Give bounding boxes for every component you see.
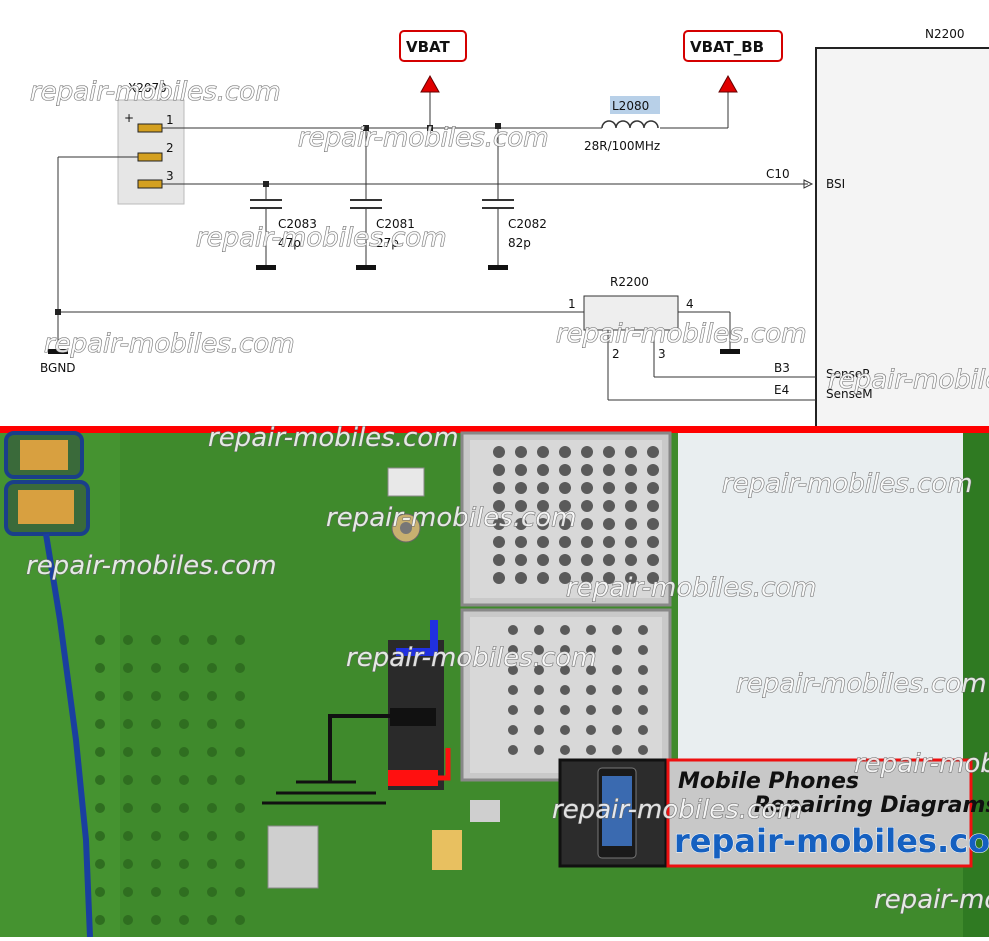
ic-body <box>815 47 989 431</box>
watermark: repair-mobiles.com <box>26 551 277 581</box>
display-area <box>678 433 963 763</box>
left-contacts <box>4 431 90 536</box>
vbat-bb-flag: VBAT_BB <box>683 30 783 93</box>
watermark: repair-mobiles.com <box>326 503 577 533</box>
watermark: repair-mobiles.com <box>552 795 803 825</box>
inductor-highlight <box>610 96 660 114</box>
blue-marker <box>396 620 438 656</box>
net-b3: B3 <box>774 361 790 375</box>
blue-trace <box>43 533 93 938</box>
ground-label: BGND <box>40 361 76 375</box>
ic-pin-bsi: BSI <box>826 177 845 191</box>
c2082-value: 82p <box>508 236 531 250</box>
capacitor-plates <box>250 199 514 209</box>
connector-ref: X2070 <box>128 81 167 95</box>
watermark: repair-mobiles.com <box>854 749 989 779</box>
phone-screen <box>602 776 632 846</box>
ic-pin-sensem: SenseM <box>826 387 873 401</box>
watermark: repair-mobiles.com <box>828 365 989 395</box>
watermark: repair-mobiles.com <box>556 319 807 349</box>
c2081-value: 27p <box>376 236 399 250</box>
ic-pin-sensep: SenseP <box>826 367 869 381</box>
resistor-pin-1: 1 <box>568 297 576 311</box>
pcb-photo <box>0 431 989 938</box>
badge-line2: Repairing Diagrams <box>754 793 989 818</box>
inductor-ref: L2080 <box>612 99 649 113</box>
black-ground-marker <box>262 708 436 805</box>
watermark: repair-mobiles.com <box>346 643 597 673</box>
watermarks: repair-mobiles.com repair-mobiles.com re… <box>26 77 989 916</box>
watermark: repair-mobiles.com <box>874 885 989 915</box>
watermark: repair-mobiles.com <box>208 423 459 453</box>
red-divider <box>0 426 989 433</box>
c2082-ref: C2082 <box>508 217 547 231</box>
red-marker <box>388 748 451 786</box>
ground-symbols <box>48 265 740 354</box>
watermark: repair-mobiles.com <box>566 573 817 603</box>
vbat-arrow-icon <box>420 74 440 93</box>
inductor-coil <box>601 120 659 129</box>
connector-pin-2: 2 <box>166 141 174 155</box>
vbat-flag: VBAT <box>399 30 467 93</box>
badge-line1: Mobile Phones <box>678 769 859 794</box>
c2081-ref: C2081 <box>376 217 415 231</box>
bsi-arrow-icon <box>803 179 814 189</box>
watermark: repair-mobiles.com <box>298 123 549 153</box>
wires <box>57 92 816 401</box>
watermark: repair-mobiles.com <box>30 77 281 107</box>
connector-pin-3: 3 <box>166 169 174 183</box>
ic-ref: N2200 <box>925 27 965 41</box>
connector-plus: + <box>124 111 134 125</box>
watermark: repair-mobiles.com <box>44 329 295 359</box>
watermark: repair-mobiles.com <box>722 469 973 499</box>
vbat-label: VBAT <box>406 38 450 56</box>
resistor-body <box>583 295 679 331</box>
net-e4: E4 <box>774 383 789 397</box>
site-badge: Mobile Phones Repairing Diagrams repair-… <box>558 758 989 868</box>
vbat-bb-label: VBAT_BB <box>690 38 764 56</box>
watermark: repair-mobiles.com <box>196 223 447 253</box>
resistor-ref: R2200 <box>610 275 649 289</box>
badge-site: repair-mobiles.com <box>674 822 989 860</box>
c2083-value: 47p <box>278 236 301 250</box>
watermark: repair-mobiles.com <box>736 669 987 699</box>
resistor-pin-2: 2 <box>612 347 620 361</box>
resistor-pin-3: 3 <box>658 347 666 361</box>
resistor-pin-4: 4 <box>686 297 694 311</box>
vbat-bb-arrow-icon <box>718 74 738 93</box>
shield-holes <box>493 446 659 755</box>
schematic: N2200 BSI SenseP SenseM X2070 + 1 2 3 <box>40 27 989 431</box>
net-c10: C10 <box>766 167 790 181</box>
inductor-value: 28R/100MHz <box>584 139 660 153</box>
connector-pin-1: 1 <box>166 113 174 127</box>
pcb-vias <box>95 635 245 925</box>
junctions <box>55 123 501 315</box>
c2083-ref: C2083 <box>278 217 317 231</box>
